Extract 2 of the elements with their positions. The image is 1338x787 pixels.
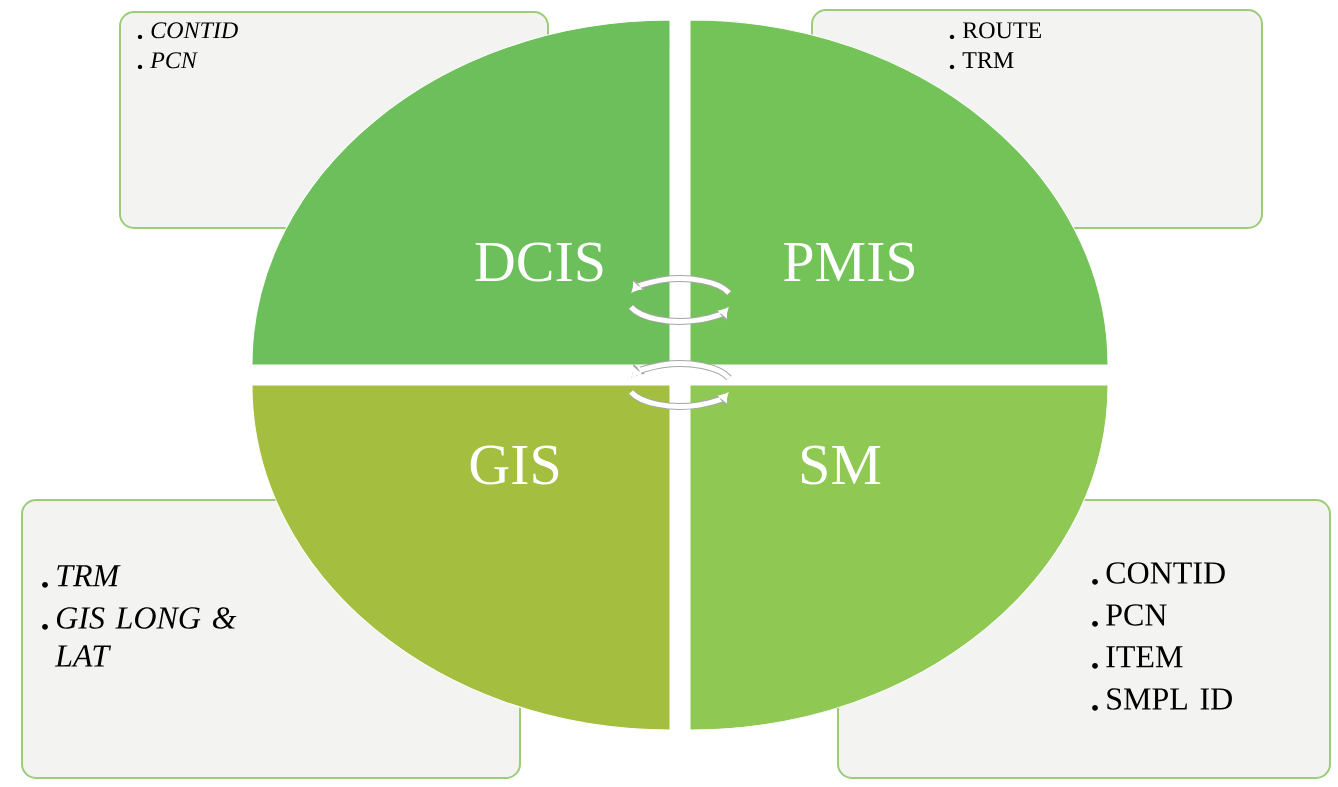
quadrant-segment: GIS	[251, 384, 671, 731]
quadrant-segment: DCIS	[251, 19, 671, 366]
